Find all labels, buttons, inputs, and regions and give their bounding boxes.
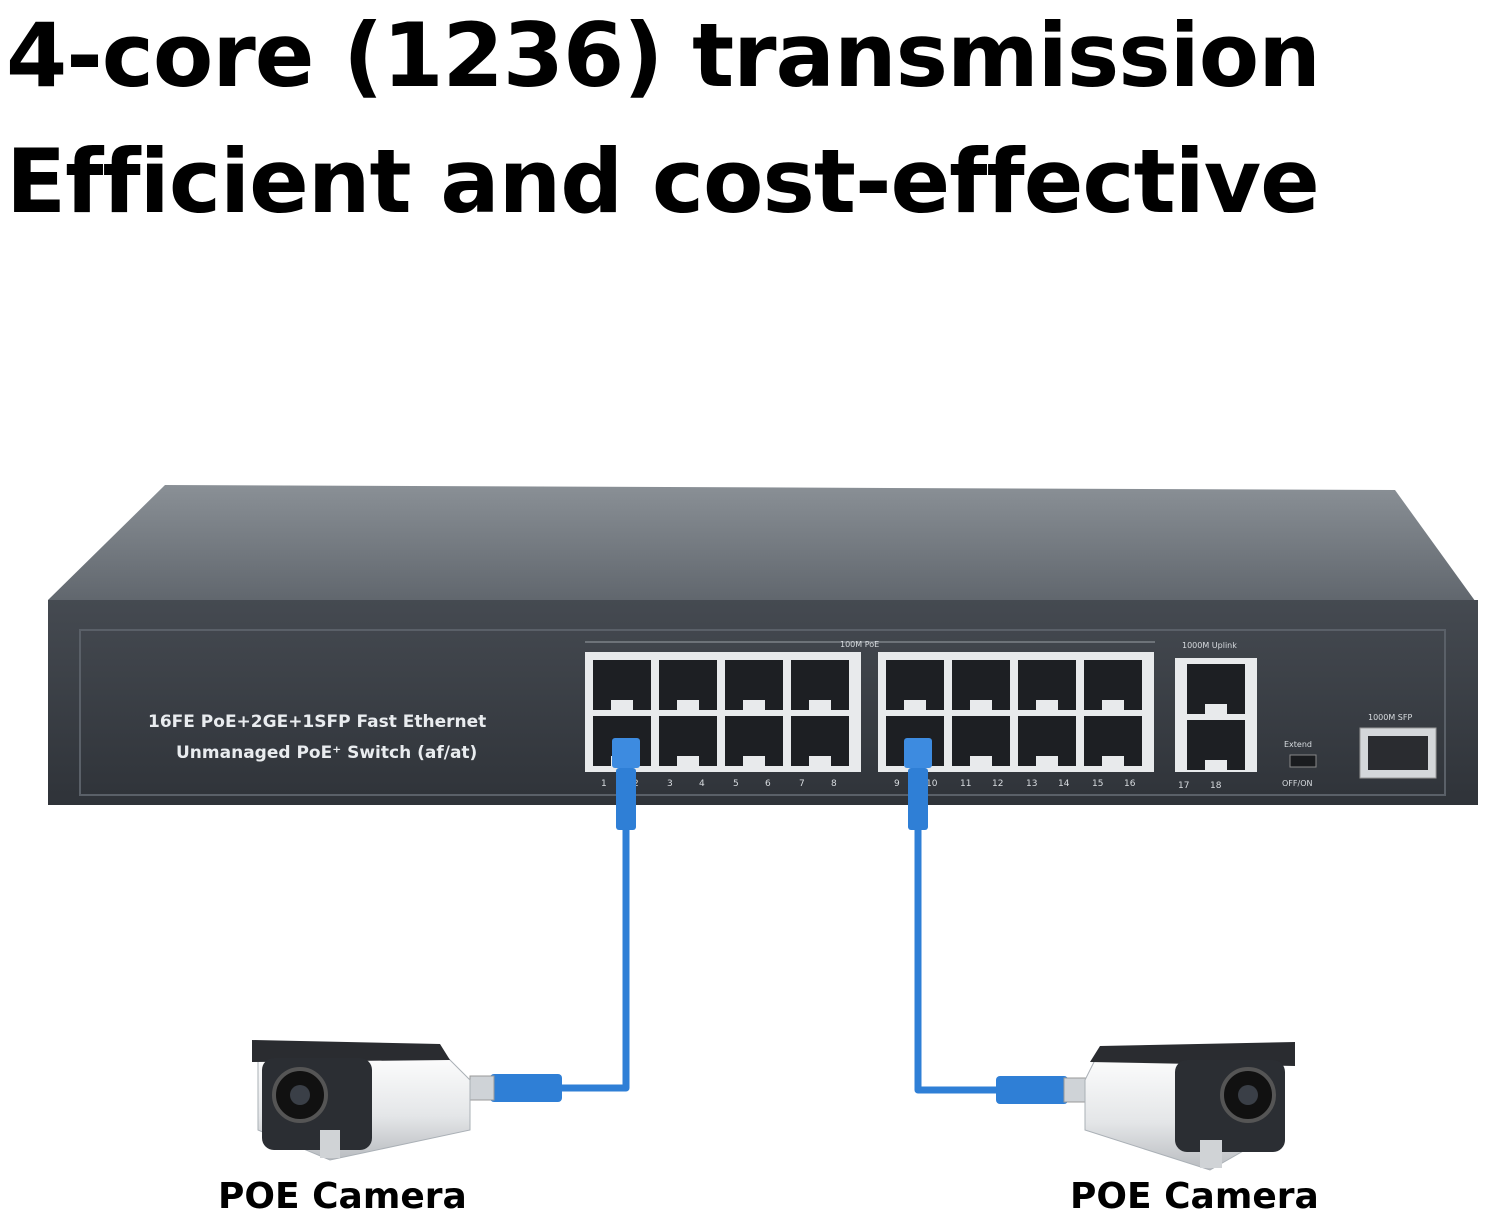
uplink-label: 1000M Uplink [1182,641,1237,650]
camera-right-label: POE Camera [1070,1176,1319,1217]
cable-left [560,760,630,1092]
port-number-9: 9 [894,779,900,789]
extend-switch[interactable] [1289,754,1317,768]
port-number-1: 1 [601,779,607,789]
extend-label: Extend [1284,740,1312,749]
switch-model-line-2: Unmanaged PoE⁺ Switch (af/at) [176,743,477,763]
port-number-4: 4 [699,779,705,789]
switch-top-surface [48,485,1478,605]
cable-right-camera-plug [996,1076,1068,1104]
onoff-label: OFF/ON [1282,779,1312,788]
cable-left-plug-top [612,738,640,768]
headline-line-1: 4-core (1236) transmission [6,4,1321,107]
headline-line-2: Efficient and cost-effective [6,130,1320,233]
camera-right [1084,1042,1295,1171]
port-number-8: 8 [831,779,837,789]
port-number-16: 16 [1124,779,1136,789]
cable-left-camera-plug [490,1074,562,1102]
camera-left [252,1040,471,1161]
port-number-12: 12 [992,779,1003,789]
port-number-17: 17 [1178,781,1189,791]
port-number-18: 18 [1210,781,1222,791]
port-number-15: 15 [1092,779,1103,789]
sfp-label: 1000M SFP [1368,713,1412,722]
cable-right [914,760,1000,1094]
port-number-6: 6 [765,779,771,789]
port-number-10: 10 [926,779,938,789]
port-number-5: 5 [733,779,739,789]
poe-group-label: 100M PoE [840,640,879,649]
port-number-14: 14 [1058,779,1070,789]
port-number-13: 13 [1026,779,1037,789]
port-number-7: 7 [799,779,805,789]
cable-right-plug-top [904,738,932,768]
camera-left-label: POE Camera [218,1176,467,1217]
port-number-11: 11 [960,779,971,789]
port-number-3: 3 [667,779,673,789]
switch-model-line-1: 16FE PoE+2GE+1SFP Fast Ethernet [148,712,486,732]
